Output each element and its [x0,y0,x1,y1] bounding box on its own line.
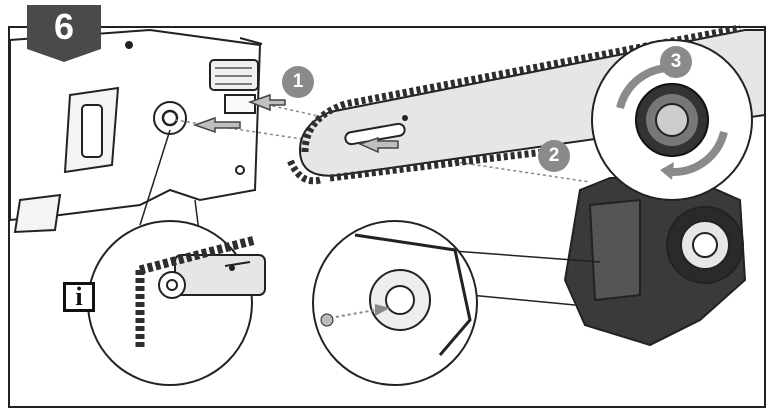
callout-3: 3 [660,46,692,78]
cover-detail-circle [312,220,478,386]
chainsaw-body [9,28,263,234]
detail-connectors [139,129,601,306]
callout-2: 2 [538,140,570,172]
info-icon: i [63,282,95,312]
callout-1: 1 [282,66,314,98]
arrow-1-left [247,93,286,112]
bar-detail-circle [87,220,266,386]
sprocket-cover [563,177,747,347]
nut-detail-circle [591,39,753,201]
arrow-2 [357,136,399,154]
arrow-1-right [192,116,241,134]
step-number: 6 [53,6,75,47]
step-badge: 6 [27,5,101,61]
direction-arrows [192,93,399,154]
